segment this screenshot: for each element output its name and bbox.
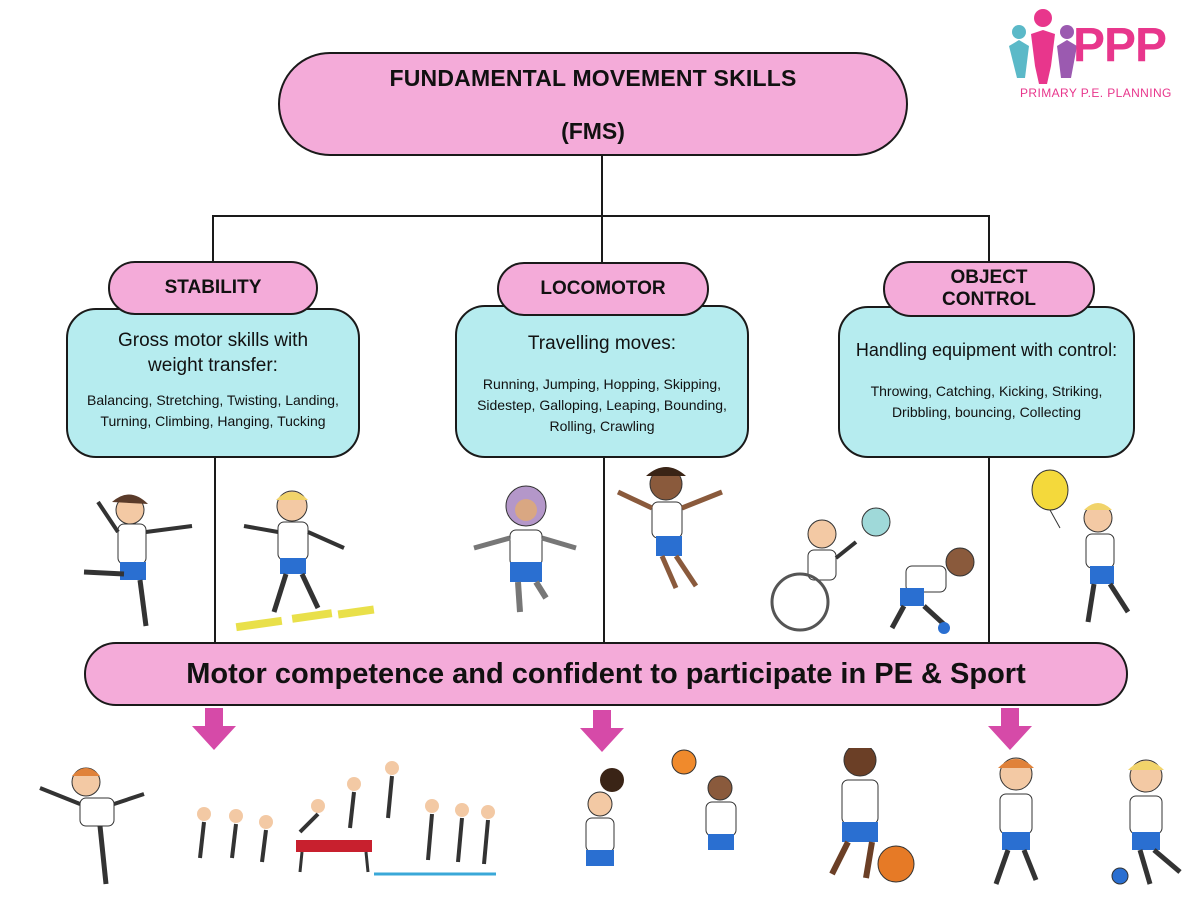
object-control-heading: OBJECT CONTROL bbox=[883, 261, 1095, 317]
child-star-jump-icon bbox=[616, 467, 723, 590]
child-running-icon bbox=[993, 757, 1039, 885]
locomotor-skills: Running, Jumping, Hopping, Skipping, Sid… bbox=[477, 376, 727, 434]
child-hijab-jumping-icon bbox=[473, 485, 577, 613]
child-dribbling-icon bbox=[829, 748, 915, 883]
logo-letters: PPP bbox=[1073, 19, 1167, 72]
locomotor-box: Travelling moves: Running, Jumping, Hopp… bbox=[455, 305, 749, 458]
connector-right-drop bbox=[988, 215, 990, 263]
ppp-logo: PPP PRIMARY P.E. PLANNING bbox=[1003, 4, 1193, 102]
connector-horizontal bbox=[212, 215, 990, 217]
child-with-balloon-icon bbox=[1031, 469, 1131, 623]
locomotor-description: Travelling moves: bbox=[527, 333, 677, 354]
arrow-down-icon bbox=[580, 710, 624, 752]
connector-left-down bbox=[214, 458, 216, 642]
arrow-down-icon bbox=[988, 708, 1032, 750]
stability-skills: Balancing, Stretching, Twisting, Landing… bbox=[87, 392, 339, 429]
child-picking-ball-icon bbox=[889, 547, 975, 634]
object-control-skills: Throwing, Catching, Kicking, Striking, D… bbox=[870, 383, 1103, 420]
connector-mid-down bbox=[603, 458, 605, 642]
logo-figures-icon bbox=[1009, 9, 1077, 84]
stability-heading: STABILITY bbox=[108, 261, 318, 315]
logo-subtitle: PRIMARY P.E. PLANNING bbox=[1020, 86, 1172, 100]
child-arabesque-icon bbox=[39, 767, 145, 885]
object-control-description: Handling equipment with control: bbox=[855, 340, 1118, 360]
connector-left-drop bbox=[212, 215, 214, 263]
children-throwing-icon bbox=[585, 749, 737, 866]
outcome-banner: Motor competence and confident to partic… bbox=[84, 642, 1128, 706]
fms-title-box: FUNDAMENTAL MOVEMENT SKILLS (FMS) bbox=[278, 52, 908, 156]
object-control-box: Handling equipment with control: Throwin… bbox=[838, 306, 1135, 458]
child-balancing-icon bbox=[83, 494, 193, 627]
title-line2: (FMS) bbox=[561, 118, 625, 144]
arrow-down-icon bbox=[192, 708, 236, 750]
child-wheelchair-catching-icon bbox=[770, 507, 891, 632]
title-line1: FUNDAMENTAL MOVEMENT SKILLS bbox=[389, 65, 797, 91]
child-stepping-ladder-icon bbox=[235, 490, 375, 632]
locomotor-heading: LOCOMOTOR bbox=[497, 262, 709, 316]
vault-sequence-icon bbox=[197, 761, 496, 876]
child-kicking-ball-icon bbox=[1111, 759, 1182, 885]
connector-right-down bbox=[988, 458, 990, 642]
stability-box: Gross motor skills with weight transfer:… bbox=[66, 308, 360, 458]
illustrations-row1 bbox=[83, 467, 1131, 634]
connector-trunk bbox=[601, 156, 603, 262]
illustrations-row2 bbox=[39, 748, 1182, 885]
stability-description: Gross motor skills with weight transfer: bbox=[117, 330, 309, 376]
